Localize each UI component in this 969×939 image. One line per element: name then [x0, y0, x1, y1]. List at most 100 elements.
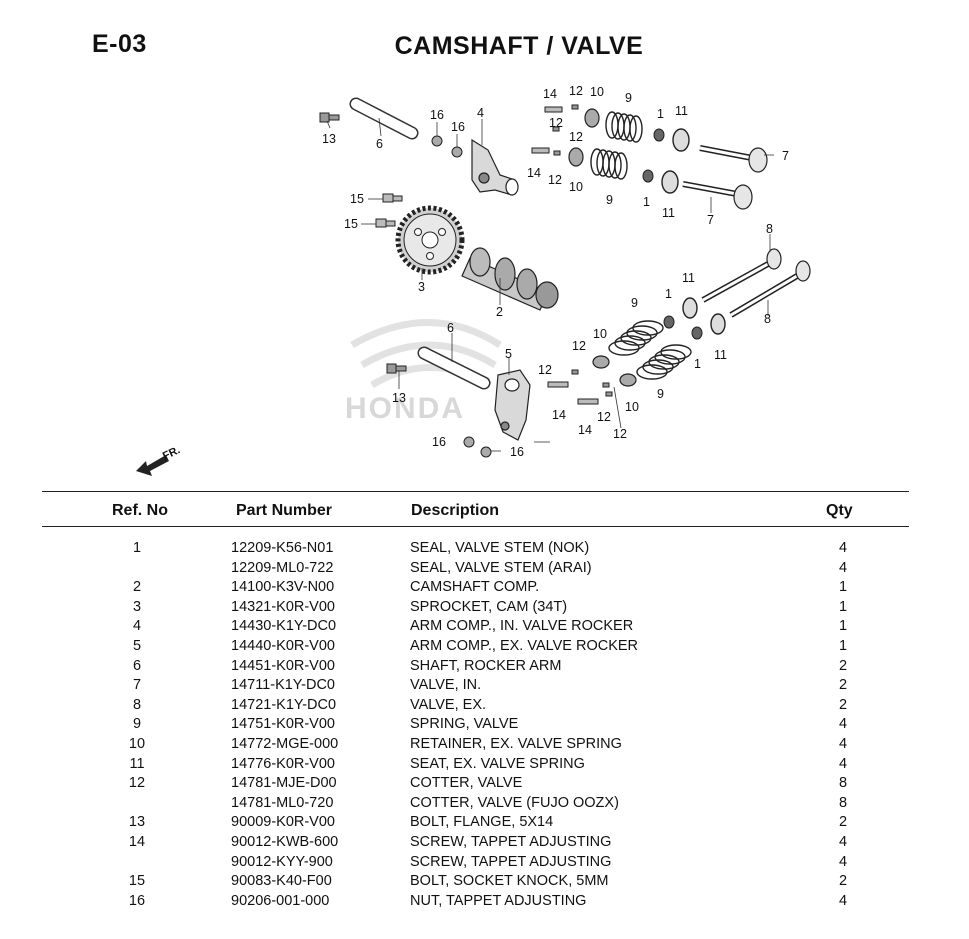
description-cell: VALVE, IN. [410, 677, 482, 694]
table-row: 4 14430-K1Y-DC0 ARM COMP., IN. VALVE ROCKE… [0, 617, 969, 637]
description-cell: SCREW, TAPPET ADJUSTING [410, 853, 612, 870]
callout-12: 12 [549, 116, 563, 130]
description-cell: SEAT, EX. VALVE SPRING [410, 755, 585, 772]
table-top-rule [42, 491, 909, 492]
part-number-cell: 12209-ML0-722 [231, 559, 334, 576]
callout-12: 12 [572, 339, 586, 353]
description-cell: RETAINER, EX. VALVE SPRING [410, 735, 622, 752]
description-cell: BOLT, SOCKET KNOCK, 5MM [410, 873, 609, 890]
description-cell: SEAL, VALVE STEM (NOK) [410, 540, 590, 556]
qty-cell: 1 [838, 579, 848, 596]
callout-12: 12 [548, 173, 562, 187]
rocker-shaft-lower [417, 346, 491, 390]
flange-bolt-icon [319, 112, 407, 374]
qty-cell: 1 [838, 598, 848, 615]
valve-stem-seal-icon [642, 128, 703, 340]
callout-labels: 13 6 16 16 4 15 15 3 2 6 5 13 16 16 14 1… [322, 84, 789, 459]
ref-no-cell: 8 [132, 696, 142, 713]
qty-cell: 2 [838, 873, 848, 890]
valve-cotter-icon [552, 104, 613, 397]
callout-13: 13 [392, 391, 406, 405]
qty-cell: 2 [838, 696, 848, 713]
description-cell: COTTER, VALVE [410, 775, 523, 792]
callout-1: 1 [694, 357, 701, 371]
retainer-icon [568, 108, 637, 387]
exploded-parts-diagram: HONDA [136, 84, 811, 476]
part-number-cell: 14711-K1Y-DC0 [231, 677, 335, 694]
callout-10: 10 [590, 85, 604, 99]
callout-9: 9 [631, 296, 638, 310]
ref-no-cell: 14 [128, 833, 146, 850]
part-number-cell: 14430-K1Y-DC0 [231, 618, 337, 635]
ex-rocker-arm [494, 369, 531, 441]
part-number-cell: 90012-KWB-600 [231, 833, 339, 850]
in-rocker-arm [471, 138, 519, 196]
part-number-cell: 14772-MGE-000 [231, 735, 339, 752]
description-cell: SPROCKET, CAM (34T) [410, 598, 568, 615]
callout-4: 4 [477, 106, 484, 120]
callout-15: 15 [350, 192, 364, 206]
ref-no-cell: 10 [128, 735, 146, 752]
page-title: CAMSHAFT / VALVE [394, 32, 644, 60]
ref-no-cell: 11 [129, 755, 145, 772]
exhaust-valve-icon [701, 248, 811, 318]
callout-12: 12 [613, 427, 627, 441]
qty-cell: 4 [838, 735, 848, 752]
callout-16: 16 [432, 435, 446, 449]
part-number-cell: 90206-001-000 [231, 892, 330, 909]
callout-12: 12 [569, 130, 583, 144]
part-number-cell: 14451-K0R-V00 [231, 657, 335, 674]
ref-no-cell: 4 [132, 618, 142, 635]
callout-11: 11 [662, 206, 675, 220]
callout-6: 6 [447, 321, 454, 335]
callout-16: 16 [510, 445, 524, 459]
callout-11: 11 [682, 271, 695, 285]
callout-leader-lines [326, 117, 774, 452]
part-number-cell: 14321-K0R-V00 [231, 598, 335, 615]
ref-no-cell: 9 [132, 716, 142, 733]
callout-1: 1 [657, 107, 664, 121]
callout-3: 3 [418, 280, 425, 294]
header-bottom-rule [42, 526, 909, 527]
callout-10: 10 [625, 400, 639, 414]
callout-11: 11 [675, 104, 688, 118]
ref-no-cell: 1 [132, 540, 142, 556]
description-cell: ARM COMP., IN. VALVE ROCKER [410, 618, 634, 635]
header-description: Description [411, 502, 500, 519]
table-row: 1 12209-K56-N01 SEAL, VALVE STEM (NOK) 4 [0, 539, 969, 559]
cam-sprocket [395, 205, 465, 275]
callout-15: 15 [344, 217, 358, 231]
callout-8: 8 [764, 312, 771, 326]
qty-cell: 4 [838, 540, 848, 556]
tappet-screw-icon [531, 106, 599, 405]
callout-7: 7 [782, 149, 789, 163]
header-qty: Qty [826, 502, 853, 519]
ref-no-cell: 6 [132, 657, 142, 674]
description-cell: VALVE, EX. [410, 696, 487, 713]
ref-no-cell: 5 [132, 637, 142, 654]
qty-cell: 4 [838, 853, 848, 870]
ref-no-cell: 7 [132, 677, 142, 694]
ref-no-cell: 13 [128, 814, 146, 831]
socket-knock-bolt-icon [375, 193, 403, 228]
description-cell: SHAFT, ROCKER ARM [410, 657, 562, 674]
camshaft [461, 247, 559, 311]
qty-cell: 2 [838, 814, 848, 831]
part-number-cell: 12209-K56-N01 [231, 540, 334, 556]
callout-9: 9 [657, 387, 664, 401]
qty-cell: 4 [838, 755, 848, 772]
callout-12: 12 [538, 363, 552, 377]
part-number-cell: 14440-K0R-V00 [231, 637, 335, 654]
callout-11: 11 [714, 348, 727, 362]
